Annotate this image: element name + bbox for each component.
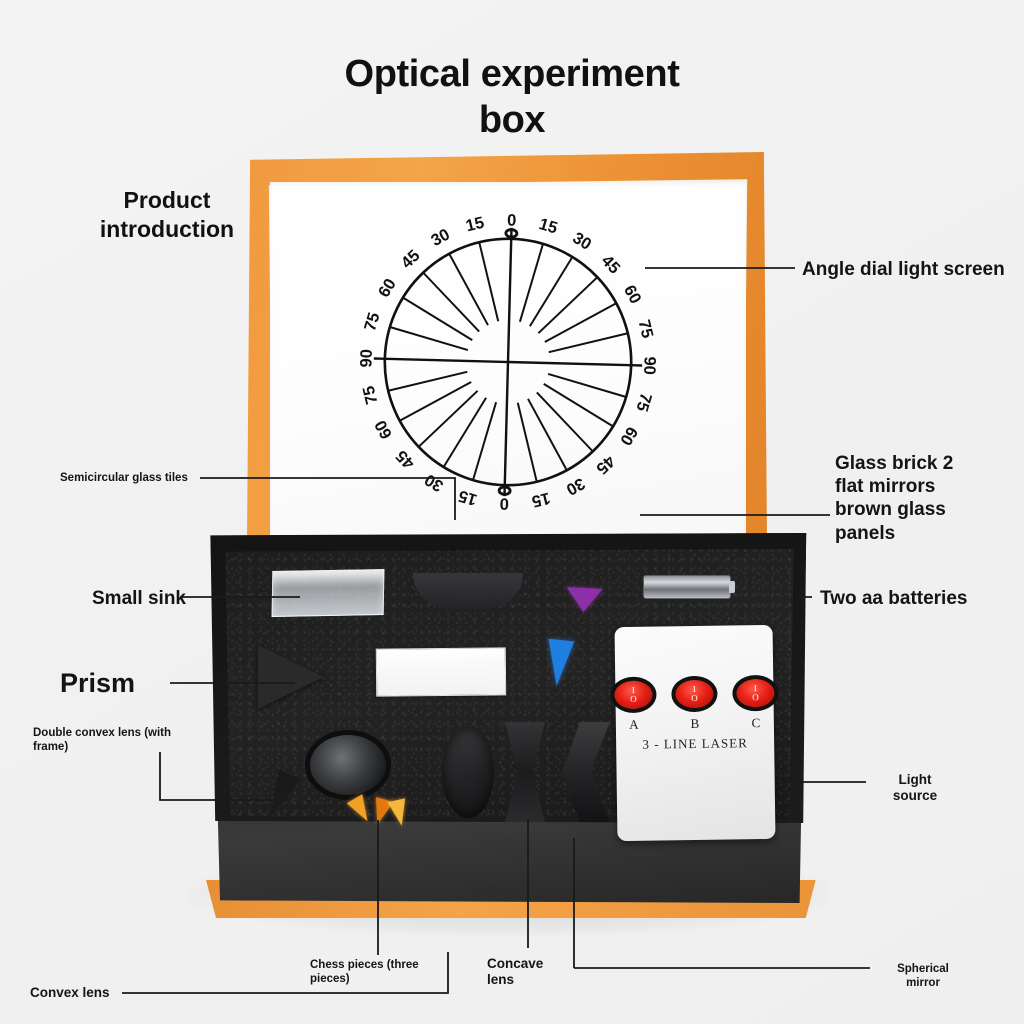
- svg-text:30: 30: [569, 229, 594, 254]
- three-line-laser-device: I O A I O B I O C 3 - LINE LASER: [610, 624, 779, 842]
- callout-spherical-mirror-line2: mirror: [906, 977, 940, 990]
- callout-glass-brick-line1: Glass brick 2: [835, 453, 954, 474]
- laser-switch-row: I O A I O B I O C: [610, 674, 779, 733]
- svg-text:30: 30: [422, 470, 447, 495]
- svg-text:45: 45: [598, 252, 624, 278]
- switch-label-c: C: [751, 715, 761, 731]
- callout-glass-brick-line4: panels: [835, 522, 896, 544]
- svg-text:75: 75: [360, 384, 382, 406]
- svg-text:30: 30: [563, 474, 588, 499]
- callout-glass-brick-line3: brown glass: [835, 499, 946, 521]
- switch-off-mark: O: [691, 692, 698, 704]
- svg-text:60: 60: [620, 282, 645, 307]
- callout-double-convex-line1: Double convex lens (with: [33, 727, 172, 739]
- semicircular-glass-tile-item: [413, 573, 523, 609]
- svg-text:90: 90: [640, 356, 658, 375]
- callout-double-convex-lens: Double convex lens (with frame): [33, 726, 193, 754]
- svg-text:30: 30: [428, 225, 453, 250]
- prism-black-item: [258, 645, 324, 709]
- callout-chess-pieces-line2: pieces): [310, 973, 350, 986]
- prism-purple-item: [565, 587, 603, 613]
- rocker-switch-icon[interactable]: I O: [671, 675, 718, 713]
- callout-concave-lens: Concave lens: [487, 956, 543, 989]
- callout-concave-lens-line1: Concave: [487, 956, 544, 971]
- svg-text:45: 45: [393, 446, 419, 472]
- callout-spherical-mirror: Spherical mirror: [884, 962, 962, 990]
- svg-text:90: 90: [357, 349, 375, 368]
- glass-brick-item: [375, 647, 507, 697]
- callout-small-sink: Small sink: [92, 588, 186, 609]
- callout-spherical-mirror-line1: Spherical: [897, 963, 949, 975]
- switch-off-mark: O: [752, 692, 759, 703]
- svg-text:75: 75: [632, 391, 654, 414]
- svg-text:15: 15: [464, 213, 486, 235]
- callout-semicircular-glass-tiles: Semicircular glass tiles: [60, 472, 188, 484]
- callout-light-source: Light source: [885, 772, 945, 805]
- svg-text:60: 60: [616, 423, 641, 448]
- callout-two-aa-batteries: Two aa batteries: [820, 588, 968, 609]
- page-title: Optical experiment box: [262, 52, 762, 143]
- small-sink-item: [271, 569, 385, 617]
- laser-switch-b[interactable]: I O B: [671, 675, 718, 733]
- product-introduction-line2: introduction: [99, 216, 235, 243]
- double-convex-lens-item: [305, 730, 391, 800]
- callout-glass-brick: Glass brick 2 flat mirrors brown glass p…: [835, 452, 1010, 545]
- callout-convex-lens: Convex lens: [30, 985, 110, 1000]
- prism-blue-item: [543, 638, 575, 688]
- callout-chess-pieces-line1: Chess pieces (three: [310, 959, 419, 971]
- svg-text:60: 60: [375, 275, 400, 300]
- svg-text:75: 75: [635, 318, 657, 340]
- concave-lens-item: [442, 726, 494, 818]
- svg-text:15: 15: [457, 486, 480, 508]
- laser-switch-c[interactable]: I O C: [732, 674, 779, 732]
- callout-glass-brick-line2: flat mirrors: [835, 476, 936, 498]
- switch-label-b: B: [690, 715, 700, 732]
- svg-text:0: 0: [507, 211, 517, 229]
- svg-text:15: 15: [530, 488, 552, 510]
- svg-text:0: 0: [500, 494, 510, 512]
- callout-light-source-line1: Light: [898, 772, 932, 787]
- switch-label-a: A: [629, 716, 639, 732]
- svg-text:45: 45: [593, 452, 619, 478]
- laser-model-text: 3 - LINE LASER: [642, 735, 748, 752]
- svg-text:60: 60: [371, 417, 396, 442]
- callout-angle-dial: Angle dial light screen: [802, 259, 1005, 280]
- page-title-line1: Optical experiment: [344, 53, 680, 95]
- aa-battery-item: [643, 575, 735, 599]
- callout-prism: Prism: [60, 668, 136, 698]
- rocker-switch-icon[interactable]: I O: [732, 674, 779, 712]
- page-title-line2: box: [478, 98, 546, 141]
- product-introduction-heading: Product introduction: [52, 186, 282, 245]
- product-introduction-line1: Product: [123, 187, 211, 213]
- callout-chess-pieces: Chess pieces (three pieces): [310, 958, 425, 986]
- svg-text:75: 75: [361, 310, 383, 333]
- svg-text:15: 15: [537, 215, 560, 237]
- rocker-switch-icon[interactable]: I O: [610, 676, 657, 714]
- laser-switch-a[interactable]: I O A: [610, 676, 657, 734]
- svg-text:45: 45: [398, 246, 424, 272]
- callout-light-source-line2: source: [892, 788, 938, 804]
- callout-concave-lens-line2: lens: [487, 972, 515, 988]
- switch-off-mark: O: [630, 693, 637, 704]
- callout-double-convex-line2: frame): [33, 741, 69, 754]
